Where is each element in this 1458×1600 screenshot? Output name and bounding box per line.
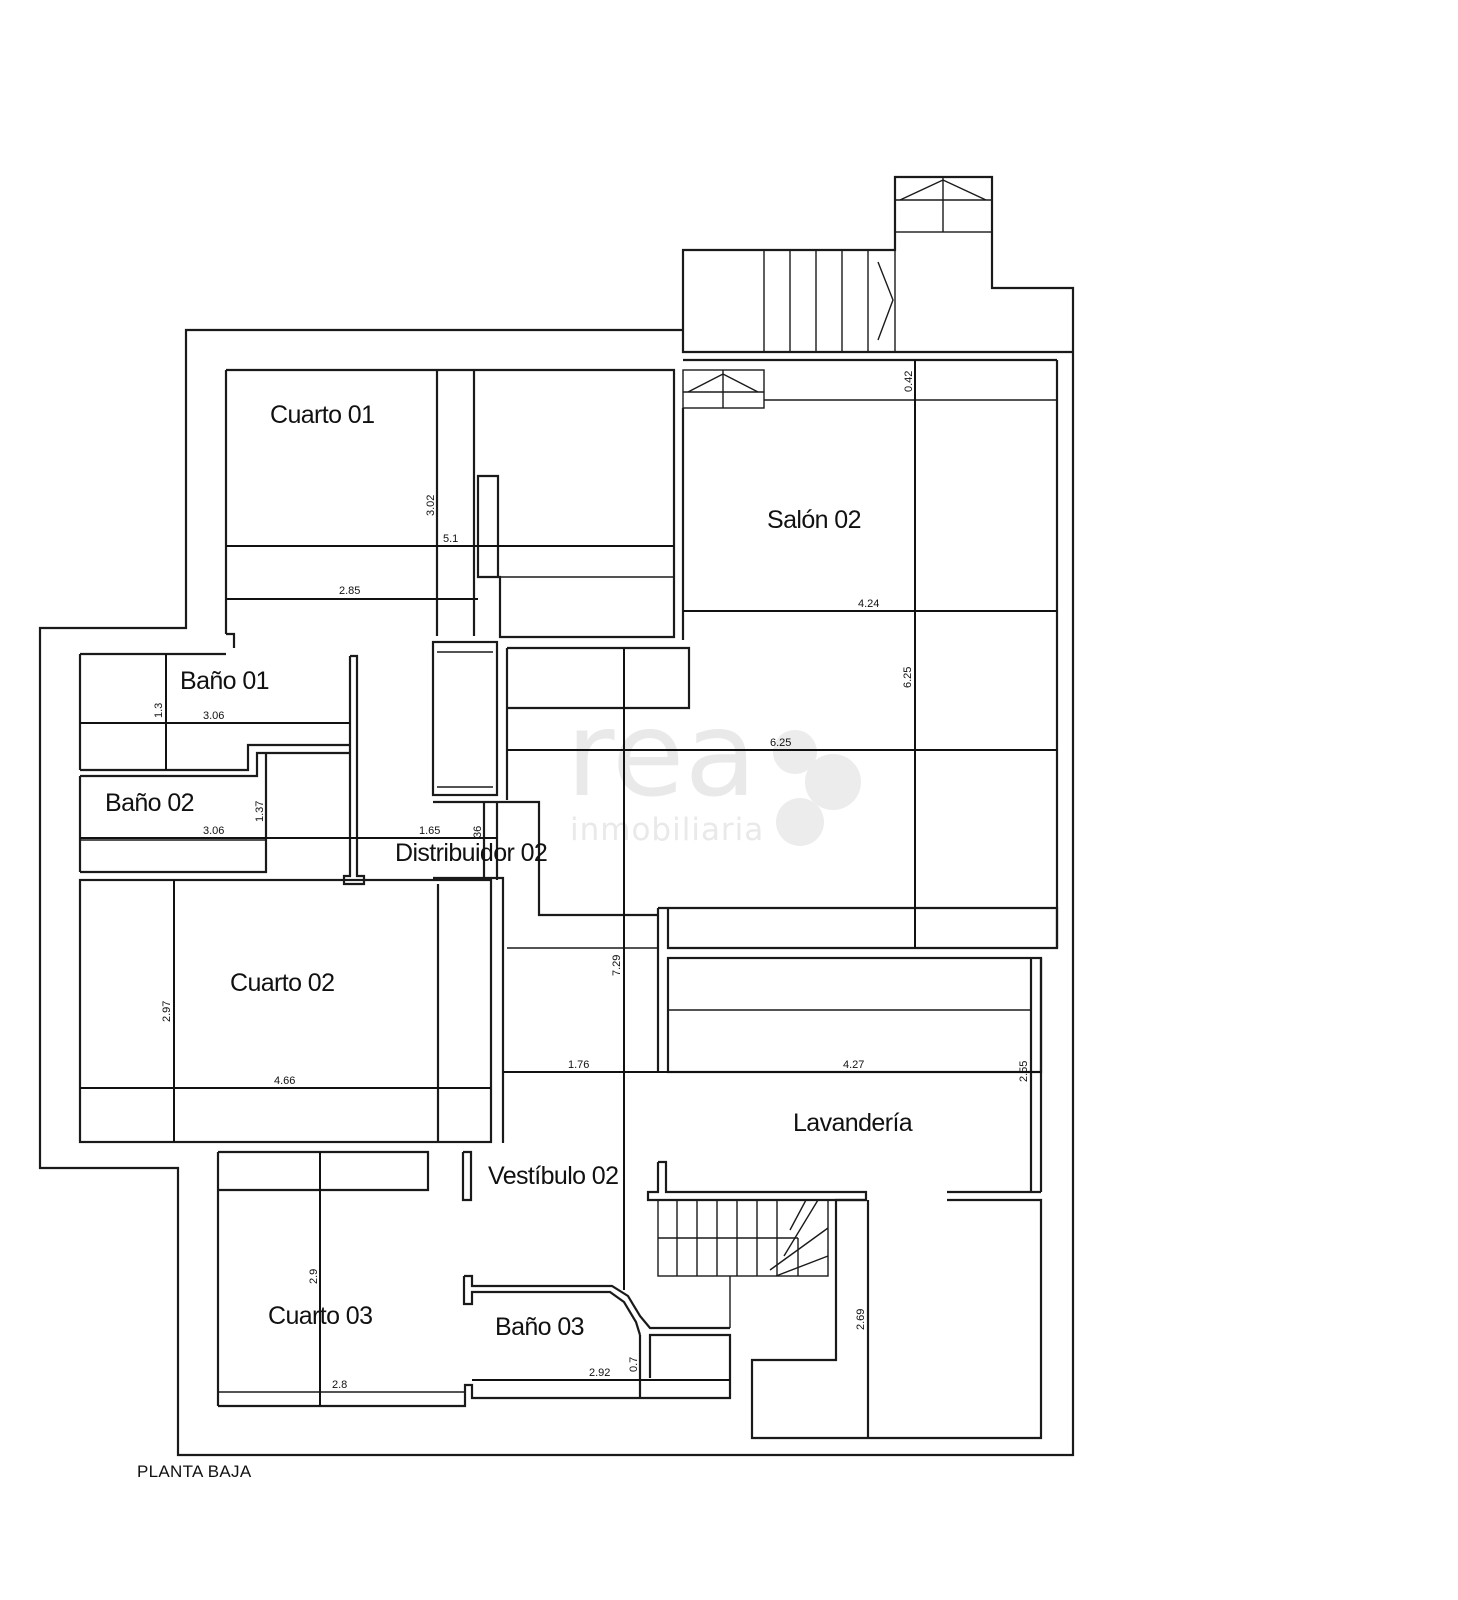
dim-5-1: 5.1: [443, 533, 458, 545]
watermark-brand: rea: [566, 685, 757, 823]
cuarto-02-walls: [78, 878, 493, 1144]
dim-2-8: 2.8: [332, 1379, 347, 1391]
dim-1-3: 1.3: [153, 703, 165, 718]
room-labels: Cuarto 01 Salón 02 Baño 01 Baño 02 Distr…: [105, 401, 913, 1341]
dim-0-7: 0.7: [628, 1357, 640, 1372]
room-bano-02: Baño 02: [105, 789, 194, 817]
room-distribuidor-02: Distribuidor 02: [395, 839, 547, 867]
core-walls: [431, 640, 691, 1143]
outer-wall: [38, 175, 1075, 1457]
dim-2-92: 2.92: [589, 1367, 610, 1379]
dim-2-85: 2.85: [339, 585, 360, 597]
room-vestibulo-02: Vestíbulo 02: [488, 1162, 618, 1190]
dim-0-42: 0.42: [903, 371, 915, 392]
inner-stair: [646, 1160, 868, 1277]
room-cuarto-02: Cuarto 02: [230, 969, 334, 997]
dim-2-69: 2.69: [855, 1309, 867, 1330]
plan-caption: PLANTA BAJA: [137, 1462, 252, 1481]
dim-1-37: 1.37: [254, 801, 266, 822]
dim-4-24: 4.24: [858, 598, 879, 610]
cuarto-03-walls: [216, 1150, 732, 1408]
room-bano-01: Baño 01: [180, 667, 269, 695]
room-cuarto-03: Cuarto 03: [268, 1302, 372, 1330]
dim-1-76: 1.76: [568, 1059, 589, 1071]
dimension-lines: [80, 360, 1057, 1406]
dim-4-27: 4.27: [843, 1059, 864, 1071]
dim-7-29: 7.29: [611, 955, 623, 976]
dim-2-9: 2.9: [308, 1269, 320, 1284]
dim-1-65: 1.65: [419, 825, 440, 837]
dim-2-97: 2.97: [161, 1001, 173, 1022]
dim-2-55: 2.55: [1018, 1061, 1030, 1082]
dim-3-02: 3.02: [425, 495, 437, 516]
dim-36: 36: [472, 826, 484, 838]
dim-4-66: 4.66: [274, 1075, 295, 1087]
watermark-logo: rea inmobiliaria: [566, 685, 861, 848]
dim-3-06-bano-01: 3.06: [203, 710, 224, 722]
entry-stair: [682, 176, 993, 409]
dim-6-25-vertical: 6.25: [902, 667, 914, 688]
dim-6-25-horizontal: 6.25: [770, 737, 791, 749]
room-cuarto-01: Cuarto 01: [270, 401, 374, 429]
room-lavanderia: Lavandería: [793, 1109, 913, 1137]
watermark-subtitle: inmobiliaria: [570, 812, 764, 848]
room-bano-03: Baño 03: [495, 1313, 584, 1341]
dim-3-06-bano-02: 3.06: [203, 825, 224, 837]
cuarto-01-walls: [224, 368, 1057, 648]
room-salon-02: Salón 02: [767, 506, 861, 534]
bano-walls: [78, 652, 366, 886]
dimension-labels: 0.42 3.02 5.1 2.85 4.24 6.25 6.25 1.3 3.…: [153, 371, 1030, 1391]
